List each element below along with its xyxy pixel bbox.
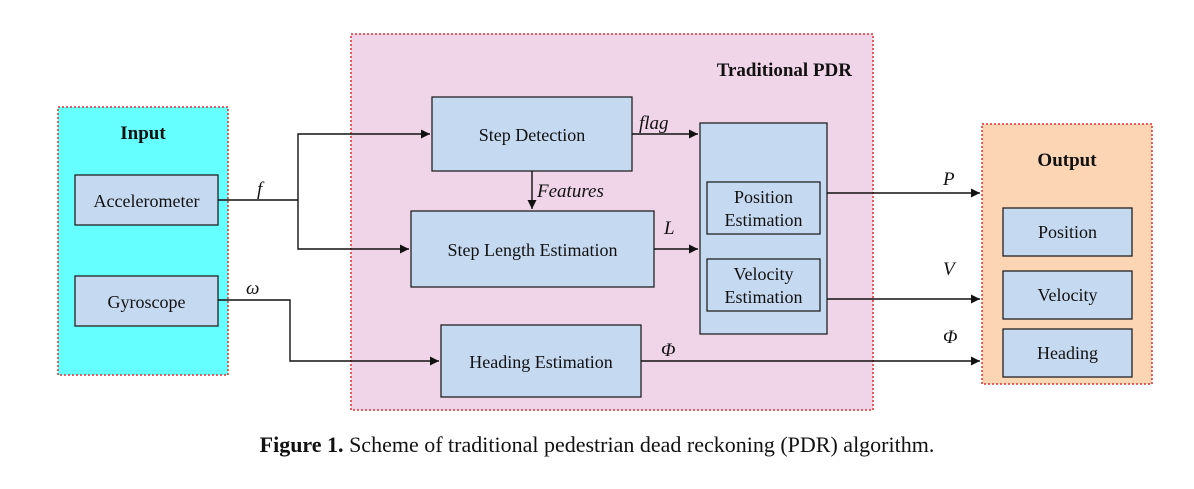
accelerometer-label: Accelerometer	[94, 191, 200, 211]
flag-signal-label: flag	[639, 113, 669, 134]
output-heading-block	[1002, 328, 1133, 378]
velocity-estimation-block	[706, 258, 821, 312]
gyroscope-label: Gyroscope	[108, 292, 186, 312]
accelerometer-block	[74, 174, 219, 226]
L-signal-label: L	[663, 218, 675, 239]
figure-caption-label: Figure 1.	[259, 432, 344, 457]
velocity-estimation-label-1: Velocity	[734, 264, 794, 284]
velocity-estimation-label-2: Estimation	[725, 287, 803, 307]
f-to-step-detection-arrow	[297, 129, 430, 200]
position-estimation-label-2: Estimation	[725, 210, 803, 230]
position-estimation-block	[706, 181, 821, 235]
output-heading-label: Heading	[1037, 343, 1098, 363]
output-position-block	[1002, 207, 1133, 257]
figure-caption-text: Scheme of traditional pedestrian dead re…	[343, 432, 935, 457]
output-group-title: Output	[1037, 150, 1097, 171]
step-detection-label: Step Detection	[479, 125, 585, 145]
output-velocity-block	[1002, 270, 1133, 320]
phi-output-signal-label: Φ	[943, 327, 957, 348]
omega-signal-label: ω	[246, 278, 259, 299]
position-estimation-label-1: Position	[734, 187, 793, 207]
features-signal-label: Features	[536, 181, 604, 202]
output-position-label: Position	[1038, 222, 1097, 242]
step-length-label: Step Length Estimation	[448, 240, 618, 260]
gyroscope-block	[74, 275, 219, 327]
V-signal-label: V	[943, 259, 957, 280]
input-group	[57, 106, 229, 376]
heading-estimation-label: Heading Estimation	[469, 352, 612, 372]
omega-to-heading-arrow	[218, 299, 439, 366]
f-signal-label: f	[257, 179, 265, 200]
traditional-pdr-title: Traditional PDR	[717, 60, 853, 81]
P-signal-label: P	[942, 169, 955, 190]
phi-heading-signal-label: Φ	[661, 340, 675, 361]
f-to-step-length-arrow	[297, 200, 409, 254]
input-group-title: Input	[120, 123, 166, 144]
figure-caption: Figure 1. Scheme of traditional pedestri…	[0, 432, 1194, 458]
output-velocity-label: Velocity	[1038, 285, 1098, 305]
